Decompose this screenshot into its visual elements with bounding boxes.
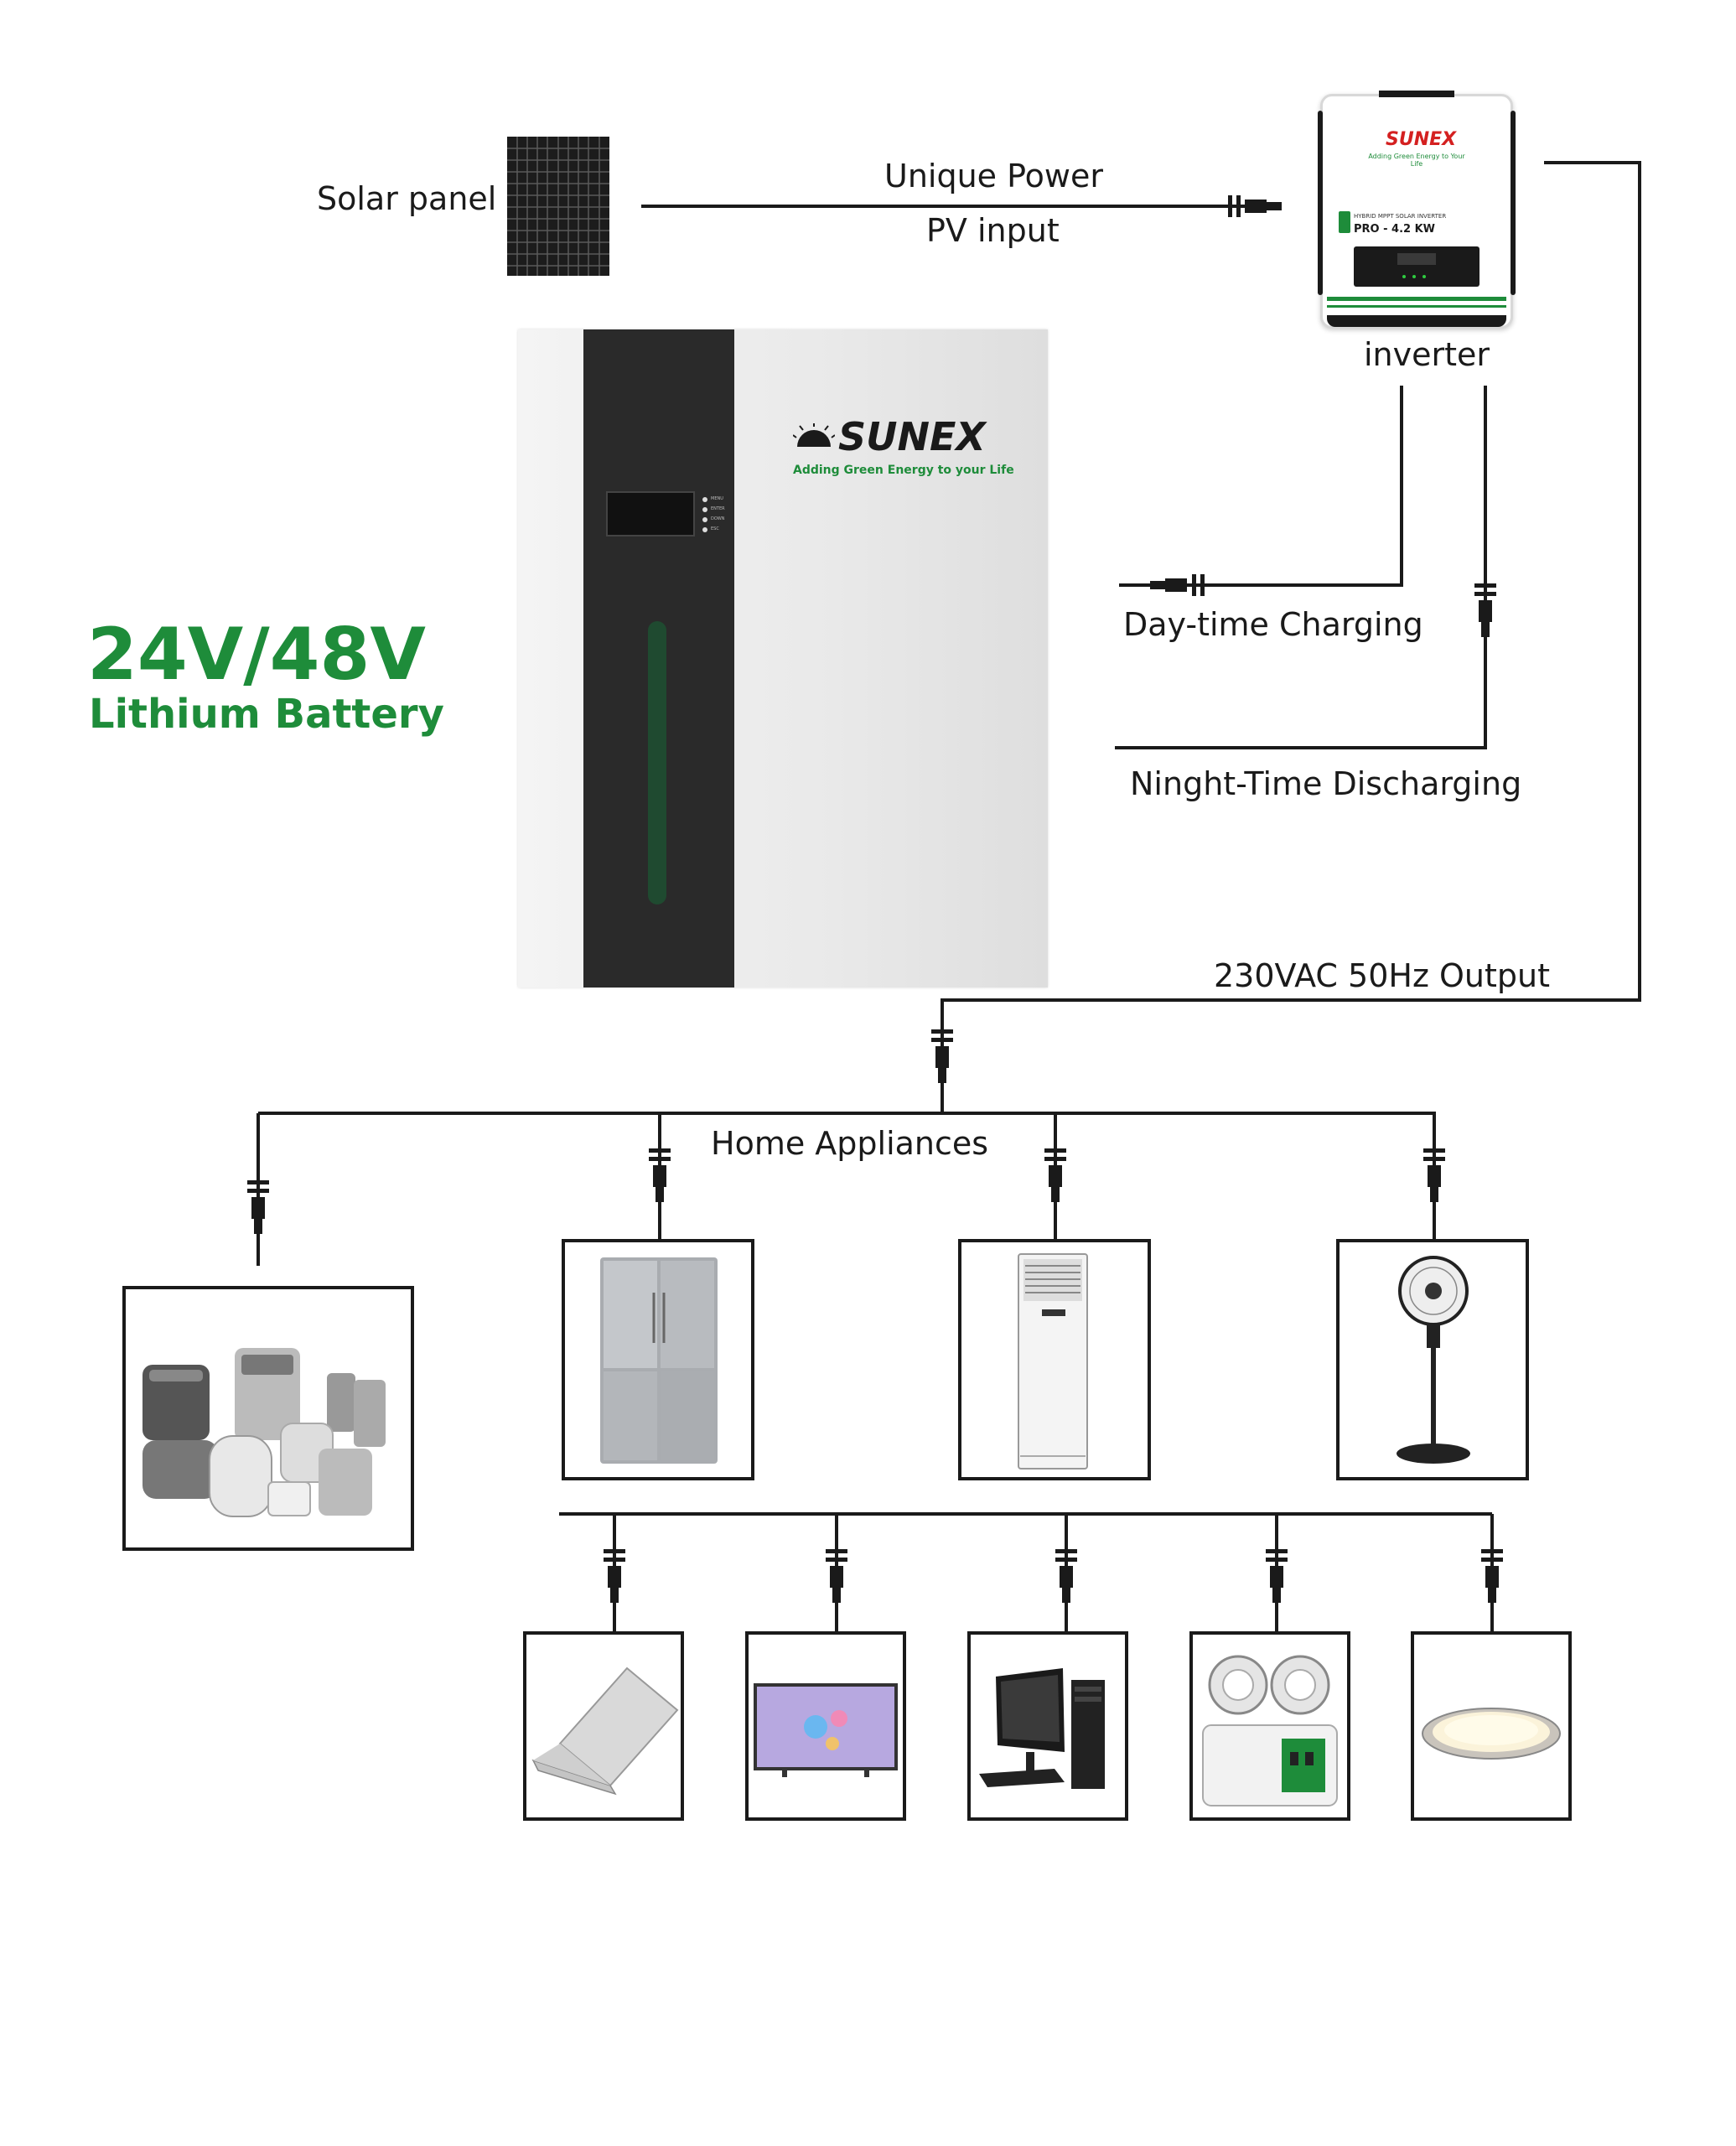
- battery-brand-logo: SUNEX: [838, 414, 986, 459]
- battery-esc-button: ESC: [711, 526, 719, 531]
- inverter-brand-logo: SUNEX: [1386, 129, 1457, 150]
- laptop-icon: [531, 1667, 679, 1796]
- stand-fan-box: [1336, 1239, 1529, 1480]
- ac-output-wire: [941, 161, 1641, 1102]
- inverter-tagline: Adding Green Energy to Your Life: [1368, 153, 1465, 168]
- battery-voltage-title: 24V/48V: [87, 613, 426, 697]
- battery-tagline: Adding Green Energy to your Life: [793, 464, 1014, 477]
- home-appliances-label: Home Appliances: [711, 1125, 989, 1162]
- battery-status-light: [648, 621, 666, 905]
- desktop-computer-icon: [979, 1668, 1105, 1789]
- ac-output-label: 230VAC 50Hz Output: [1214, 957, 1550, 994]
- daytime-charging-wire: [1119, 386, 1403, 587]
- refrigerator-icon: [600, 1257, 718, 1464]
- kitchen-appliances-box: [122, 1286, 414, 1551]
- inverter-display: [1354, 246, 1479, 287]
- inverter-subtitle: HYBRID MPPT SOLAR INVERTER: [1354, 213, 1447, 220]
- battery-down-button: DOWN: [711, 516, 725, 521]
- battery-enter-button: ENTER: [711, 506, 725, 511]
- television-box: [745, 1631, 906, 1821]
- battery-menu-button: MENU: [711, 496, 723, 501]
- daytime-charging-label: Day-time Charging: [1123, 606, 1423, 643]
- emergency-light-box: [1189, 1631, 1350, 1821]
- pv-input-label: PV input: [926, 212, 1060, 249]
- laptop-box: [523, 1631, 684, 1821]
- solar-panel-label: Solar panel: [317, 180, 497, 217]
- stand-fan-icon: [1397, 1256, 1470, 1464]
- ceiling-downlight-icon: [1422, 1708, 1561, 1760]
- desktop-computer-box: [967, 1631, 1128, 1821]
- kitchen-appliances-icon: [143, 1348, 386, 1517]
- battery-lcd-screen: [606, 491, 695, 536]
- inverter-model: PRO - 4.2 KW: [1354, 223, 1436, 236]
- nighttime-discharging-label: Ninght-Time Discharging: [1130, 765, 1522, 802]
- inverter-r-icon: [1339, 211, 1350, 233]
- air-conditioner-icon: [1018, 1253, 1088, 1470]
- inverter-unit: SUNEX Adding Green Energy to Your Life H…: [1318, 91, 1516, 329]
- refrigerator-box: [562, 1239, 754, 1480]
- ceiling-downlight-box: [1411, 1631, 1572, 1821]
- air-conditioner-box: [958, 1239, 1151, 1480]
- nighttime-discharging-wire: [1115, 386, 1487, 749]
- sunex-sun-icon: [793, 423, 835, 447]
- battery-type-title: Lithium Battery: [89, 691, 444, 738]
- television-icon: [754, 1683, 898, 1777]
- unique-power-label: Unique Power: [884, 158, 1104, 194]
- lithium-battery-unit: MENU ENTER DOWN ESC SUNEX Adding Green E…: [518, 329, 1048, 987]
- emergency-light-icon: [1202, 1655, 1338, 1806]
- solar-panel-icon: [507, 137, 609, 276]
- plug-connectors: [247, 195, 1503, 1603]
- inverter-label: inverter: [1364, 336, 1490, 373]
